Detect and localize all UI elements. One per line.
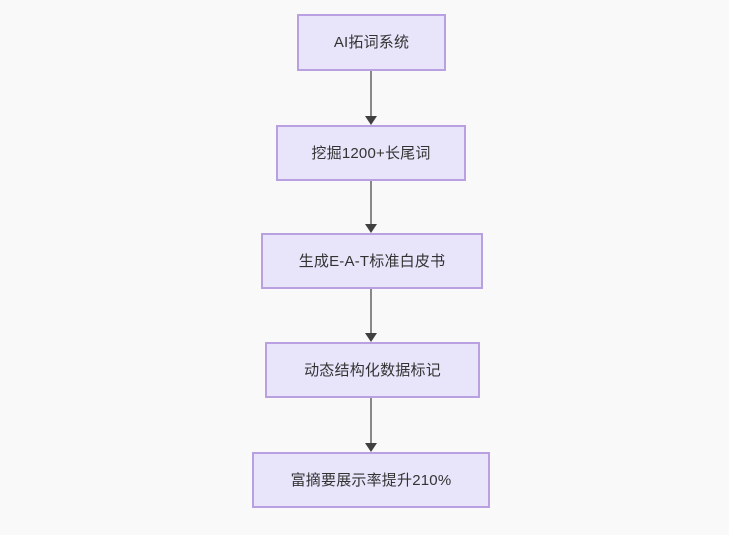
connector-line	[370, 71, 372, 117]
arrowhead-icon	[365, 443, 377, 452]
flow-node-label: 动态结构化数据标记	[304, 361, 441, 379]
arrowhead-icon	[365, 333, 377, 342]
flow-node-mine-longtail-keywords[interactable]: 挖掘1200+长尾词	[276, 125, 466, 181]
flow-node-label: AI拓词系统	[333, 34, 410, 51]
connector-node4-to-node5	[365, 398, 377, 452]
arrowhead-icon	[365, 224, 377, 233]
flow-node-label: 挖掘1200+长尾词	[311, 144, 431, 162]
connector-line	[370, 289, 372, 334]
connector-node3-to-node4	[365, 289, 377, 342]
connector-line	[370, 181, 372, 225]
flow-node-generate-eat-whitepaper[interactable]: 生成E-A-T标准白皮书	[261, 233, 483, 289]
arrowhead-icon	[365, 116, 377, 125]
connector-node1-to-node2	[365, 71, 377, 125]
connector-line	[370, 398, 372, 444]
flow-node-label: 富摘要展示率提升210%	[290, 471, 452, 489]
flow-node-label: 生成E-A-T标准白皮书	[298, 252, 446, 270]
flow-node-ai-keyword-system[interactable]: AI拓词系统	[297, 14, 446, 71]
connector-node2-to-node3	[365, 181, 377, 233]
flow-node-rich-snippet-rate-increase[interactable]: 富摘要展示率提升210%	[252, 452, 490, 508]
flow-node-dynamic-structured-data-markup[interactable]: 动态结构化数据标记	[265, 342, 480, 398]
